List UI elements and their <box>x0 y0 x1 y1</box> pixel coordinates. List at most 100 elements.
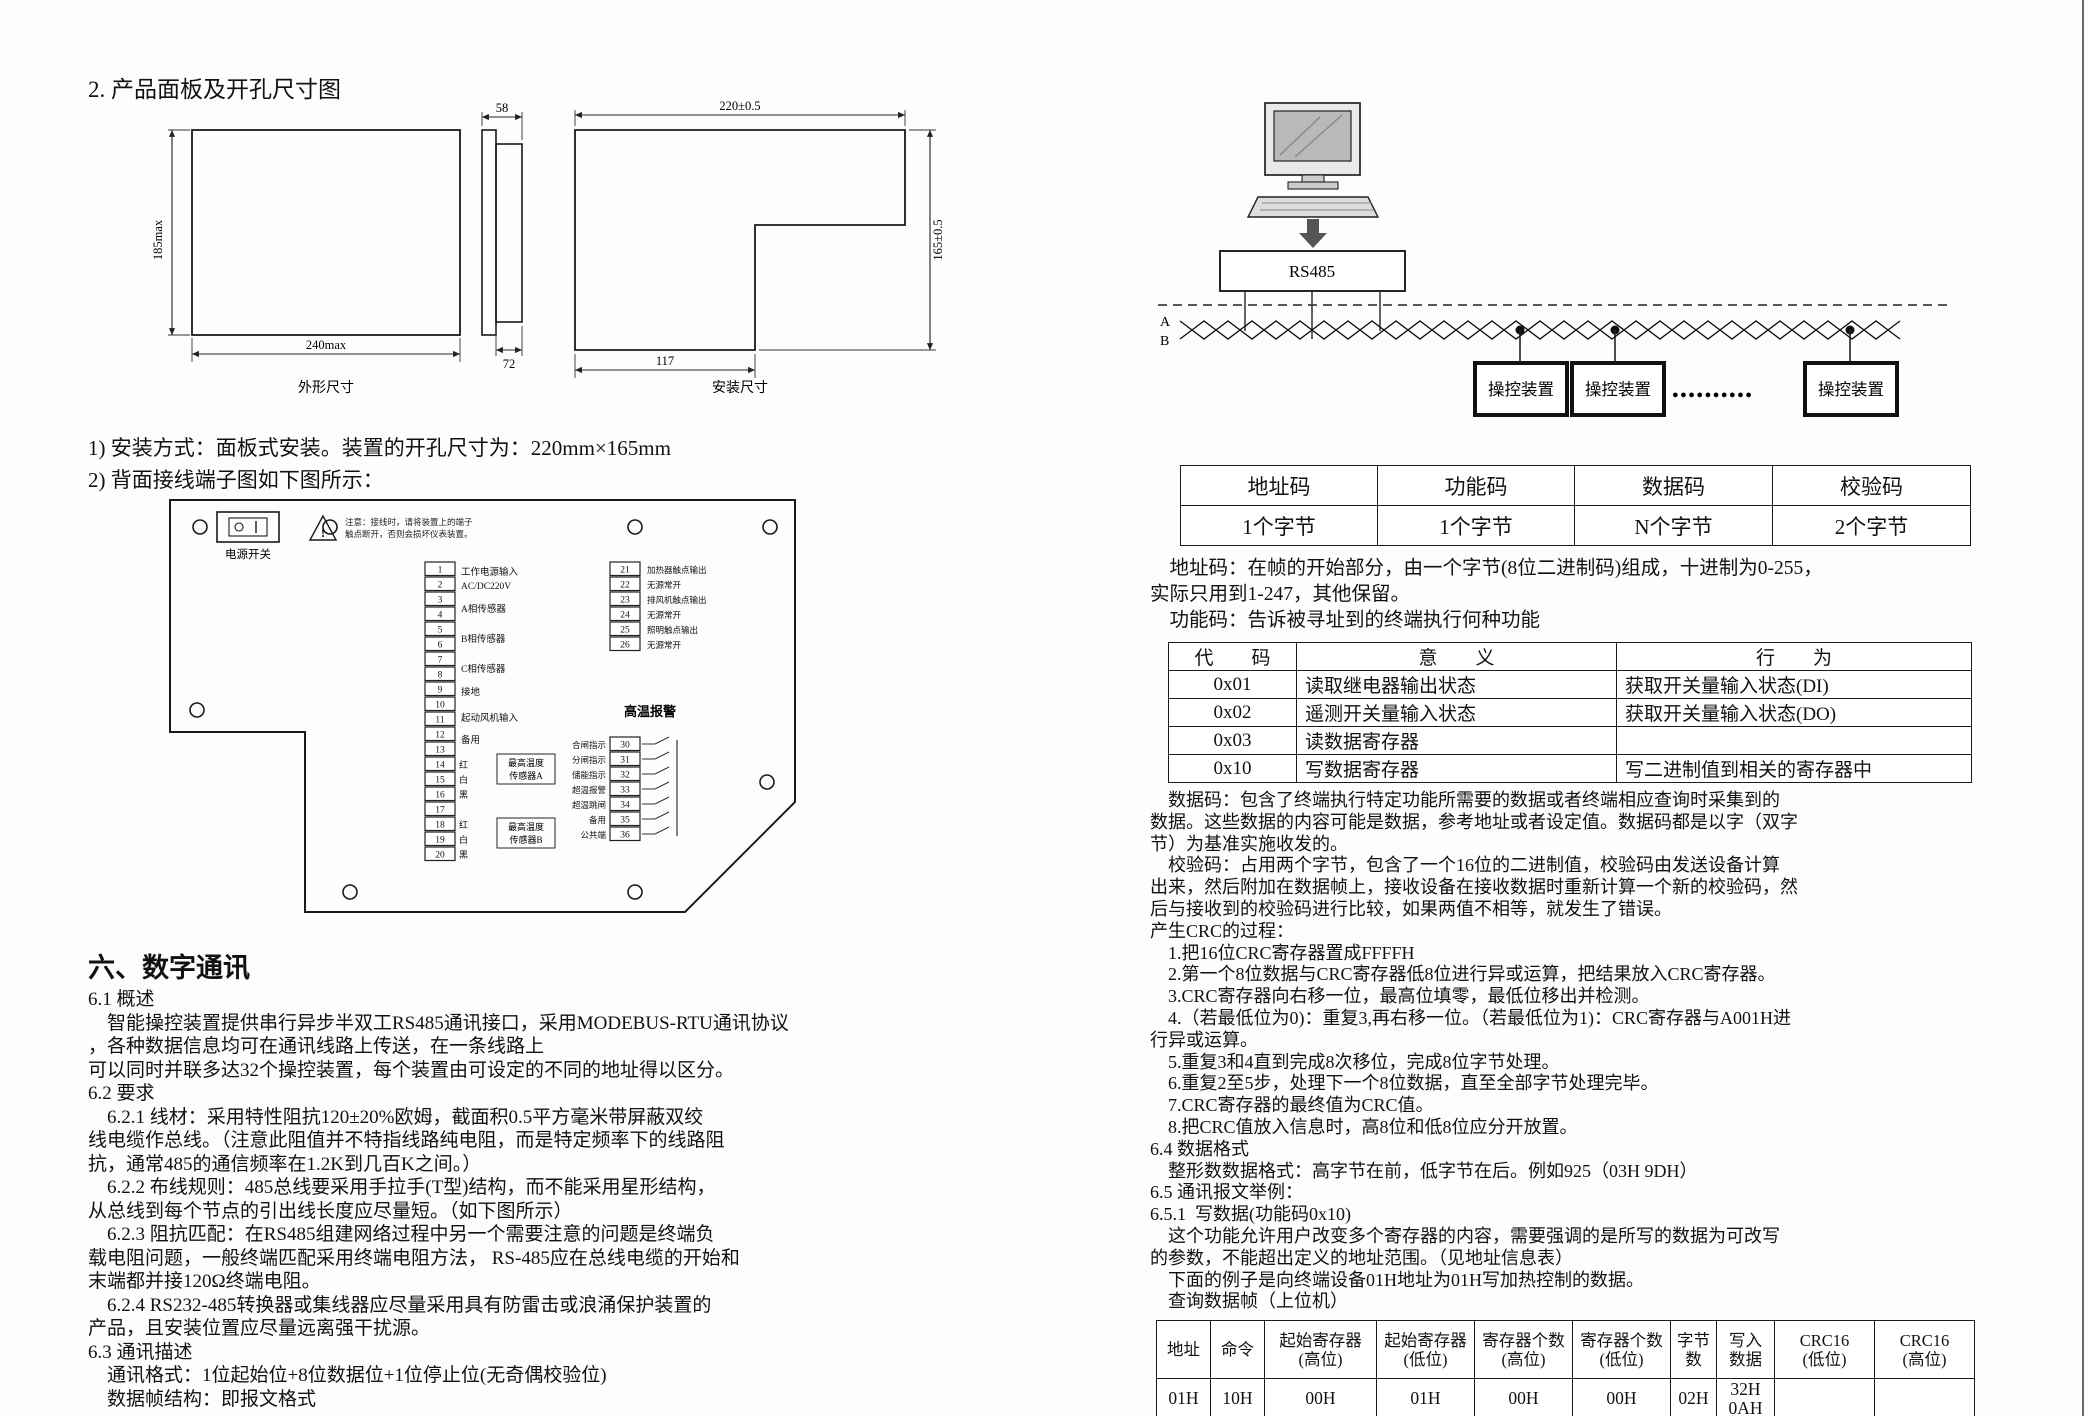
section6-title: 六、数字通讯 <box>88 953 250 983</box>
query-header-cell: 起始寄存器 (高位) <box>1264 1320 1377 1379</box>
query-value-cell: 00H <box>1264 1378 1377 1416</box>
power-switch-off-icon <box>234 522 244 532</box>
terminal-box <box>424 591 456 607</box>
terminal-number: 24 <box>620 611 630 621</box>
terminal-box <box>424 831 456 847</box>
bus-twisted-pair <box>1179 320 1901 340</box>
install-caption: 安装尺寸 <box>712 380 768 396</box>
query-header-cell: 字节 数 <box>1670 1320 1717 1379</box>
terminal-box <box>424 711 456 727</box>
terminal-box <box>609 766 641 782</box>
func-meaning-cell: 写数据寄存器 <box>1296 754 1617 783</box>
address-code-paragraph: 地址码：在帧的开始部分，由一个字节(8位二进制码)组成，十进制为0-255， 实… <box>1150 558 1823 631</box>
control-device-box <box>1570 361 1666 417</box>
contact-blade <box>654 751 670 760</box>
terminal-number: 23 <box>620 596 630 606</box>
terminal-box <box>424 816 456 832</box>
keyboard <box>1246 196 1380 218</box>
query-header-cell: 命令 <box>1210 1320 1265 1379</box>
sensor-a-label-1: 最高温度 <box>508 757 544 768</box>
relay-output-label: 照明触点输出 <box>647 625 698 635</box>
terminal-box <box>424 846 456 862</box>
terminal-number: 31 <box>620 756 630 766</box>
func-header-cell: 代 码 <box>1168 642 1297 671</box>
terminal-box <box>609 736 641 752</box>
terminal-row-label: 工作电源输入 <box>461 566 519 578</box>
func-header-cell: 行 为 <box>1616 642 1972 671</box>
mounting-hole <box>759 774 775 790</box>
wire-color-label: 红 <box>459 819 468 830</box>
query-header-cell: 起始寄存器 (低位) <box>1376 1320 1475 1379</box>
terminal-number: 13 <box>435 746 445 756</box>
warning-triangle-icon <box>308 514 338 541</box>
query-header-cell: 寄存器个数 (高位) <box>1474 1320 1573 1379</box>
terminal-number: 36 <box>620 831 630 841</box>
terminal-number: 12 <box>435 731 445 741</box>
contact-blade <box>654 736 670 745</box>
terminal-number: 6 <box>438 641 443 651</box>
sensor-b-box <box>496 817 556 849</box>
terminal-number: 10 <box>435 701 445 711</box>
indicator-label: 公共端 <box>580 830 606 840</box>
network-diagram: RS485 A B 操控装置 操控装置 操控装置 ●●●●●●●●●● <box>1158 102 1950 417</box>
terminal-box <box>424 576 456 592</box>
terminal-number: 17 <box>435 806 445 816</box>
func-meaning-cell: 读取继电器输出状态 <box>1296 670 1617 699</box>
outline-caption: 外形尺寸 <box>298 380 354 396</box>
dim-240-label: 240max <box>306 338 347 352</box>
terminal-number: 11 <box>435 716 444 726</box>
terminal-number: 2 <box>438 581 443 591</box>
wire-color-label: 红 <box>459 759 468 770</box>
terminal-row-label: C相传感器 <box>461 663 506 675</box>
sensor-b-label-1: 最高温度 <box>508 821 544 832</box>
dim-185-label: 185max <box>151 219 165 260</box>
data-check-crc-paragraph: 数据码：包含了终端执行特定功能所需要的数据或者终端相应查询时采集到的 数据。这些… <box>1150 790 1798 1312</box>
frame-value-cell: N个字节 <box>1574 505 1773 546</box>
mounting-hole <box>342 884 358 900</box>
mounting-hole <box>189 702 205 718</box>
control-device-box <box>1473 361 1569 417</box>
frame-header-cell: 数据码 <box>1574 465 1773 506</box>
terminal-diagram: 电源开关 ! 注意：接线时，请将装置上的端子 触点断开，否则会损坏仪表装置。 高… <box>169 499 796 913</box>
frame-value-cell: 2个字节 <box>1772 505 1971 546</box>
dim-58-label: 58 <box>496 101 509 115</box>
indicator-label: 备用 <box>589 815 606 825</box>
terminal-note: 2) 背面接线端子图如下图所示： <box>88 468 384 492</box>
control-device-label: 操控装置 <box>1488 380 1554 399</box>
terminal-number: 22 <box>620 581 630 591</box>
terminal-row-label: B相传感器 <box>461 633 506 645</box>
indicator-label: 合闸指示 <box>572 740 606 750</box>
terminal-number: 9 <box>438 686 443 696</box>
wire-color-label: 黑 <box>459 850 468 860</box>
ellipsis-dots: ●●●●●●●●●● <box>1672 389 1753 401</box>
frame-header-cell: 校验码 <box>1772 465 1971 506</box>
query-value-cell: 00H <box>1474 1378 1573 1416</box>
frame-value-cell: 1个字节 <box>1377 505 1575 546</box>
screen-glare <box>1294 114 1343 158</box>
func-header-cell: 意 义 <box>1296 642 1617 671</box>
relay-output-label: 排风机触点输出 <box>647 595 707 605</box>
terminal-box <box>424 741 456 757</box>
section2-title: 2. 产品面板及开孔尺寸图 <box>88 77 341 102</box>
indicator-label: 超温报警 <box>572 785 607 795</box>
mounting-hole <box>322 519 338 535</box>
terminal-box <box>609 636 641 652</box>
query-value-cell <box>1874 1378 1975 1416</box>
side-view-front-strip <box>481 129 497 336</box>
terminal-row-label: AC/DC220V <box>461 582 511 592</box>
terminal-number: 30 <box>620 741 630 751</box>
indicator-label: 超温跳闸 <box>572 800 606 810</box>
terminal-number: 4 <box>438 611 443 621</box>
terminal-number: 7 <box>438 656 443 666</box>
cutout-outline <box>574 129 906 351</box>
terminal-number: 25 <box>620 626 630 636</box>
query-value-cell: 00H <box>1572 1378 1671 1416</box>
terminal-box <box>424 651 456 667</box>
warning-text-line2: 触点断开，否则会损坏仪表装置。 <box>345 529 473 539</box>
panel-outline-rect <box>191 129 461 336</box>
relay-output-label: 无源常开 <box>647 580 682 590</box>
terminal-box <box>424 771 456 787</box>
install-note: 1) 安装方式：面板式安装。装置的开孔尺寸为：220mm×165mm <box>88 436 671 460</box>
contact-blade <box>654 781 670 790</box>
